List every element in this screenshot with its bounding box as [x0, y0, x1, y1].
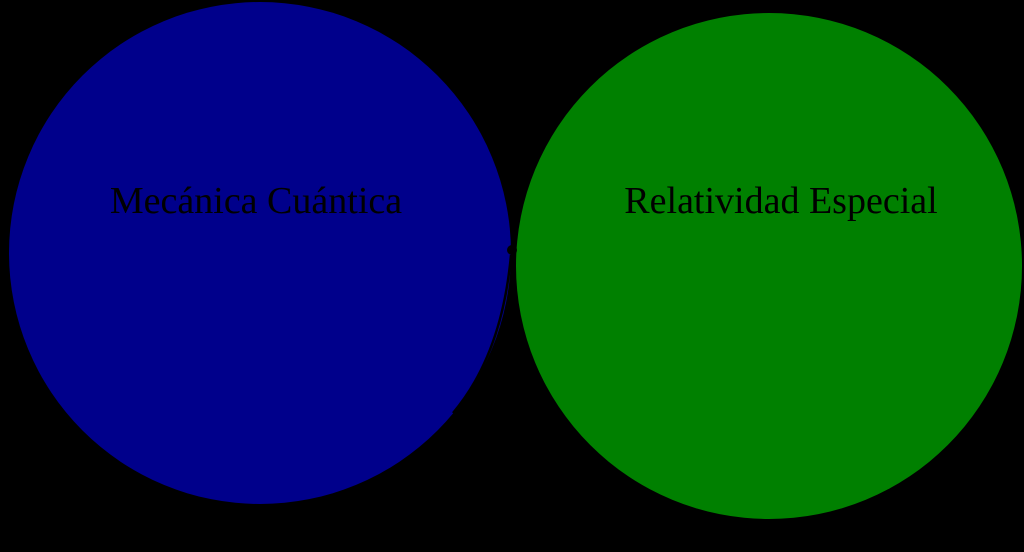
left-circle — [9, 2, 511, 504]
tangent-point-dot — [507, 245, 517, 255]
right-set-label: Relatividad Especial — [624, 180, 937, 222]
annotation-curve — [452, 254, 513, 414]
right-circle — [516, 13, 1022, 519]
left-set-label: Mecánica Cuántica — [110, 180, 402, 222]
